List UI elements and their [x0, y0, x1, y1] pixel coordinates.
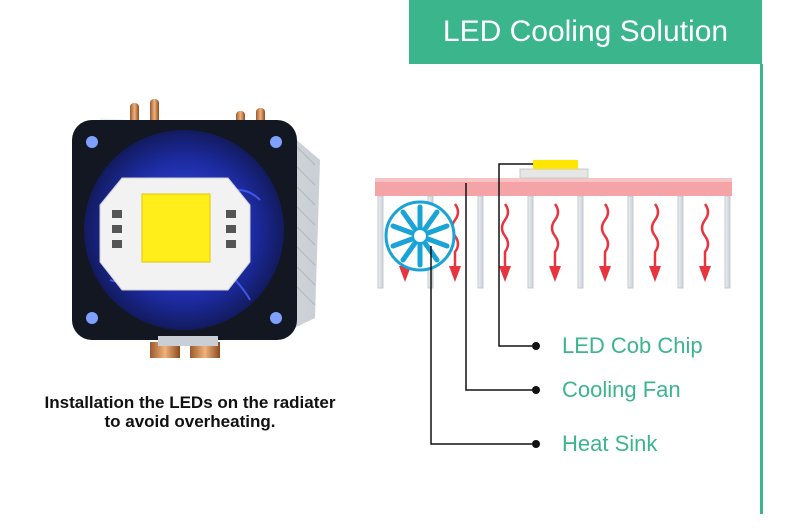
heat-sink-diagram	[375, 160, 732, 289]
cooling-fan-icon	[384, 200, 456, 272]
caption-line-1: Installation the LEDs on the radiater	[44, 393, 336, 412]
caption-line-2: to avoid overheating.	[104, 412, 276, 431]
title-banner: LED Cooling Solution	[409, 0, 762, 64]
callout-dot	[532, 440, 540, 448]
leader-cooling-fan	[465, 183, 532, 391]
caption-text: Installation the LEDs on the radiater to…	[10, 393, 370, 431]
callout-dot	[532, 386, 540, 394]
heat-sink-base-plate	[375, 178, 732, 196]
fan-led-light	[86, 136, 98, 148]
label-heat-sink: Heat Sink	[562, 431, 658, 456]
leader-heat-sink	[430, 246, 532, 445]
label-cooling-fan: Cooling Fan	[562, 377, 681, 402]
label-led-cob-chip: LED Cob Chip	[562, 333, 703, 358]
callout-leaders	[430, 163, 533, 445]
page-title: LED Cooling Solution	[442, 15, 729, 48]
fan-led-light	[86, 312, 98, 324]
cooler-base-plate	[158, 336, 218, 346]
callout-dot	[532, 342, 540, 350]
led-cob-chip-face	[141, 193, 211, 263]
right-border-line	[760, 64, 763, 514]
fan-led-light	[270, 136, 282, 148]
led-chip-substrate	[519, 168, 589, 179]
led-cob-chip	[533, 160, 578, 169]
fan-led-light	[270, 312, 282, 324]
leader-led-cob-chip	[498, 163, 533, 347]
cpu-cooler-with-led-cob-photo	[72, 99, 320, 358]
